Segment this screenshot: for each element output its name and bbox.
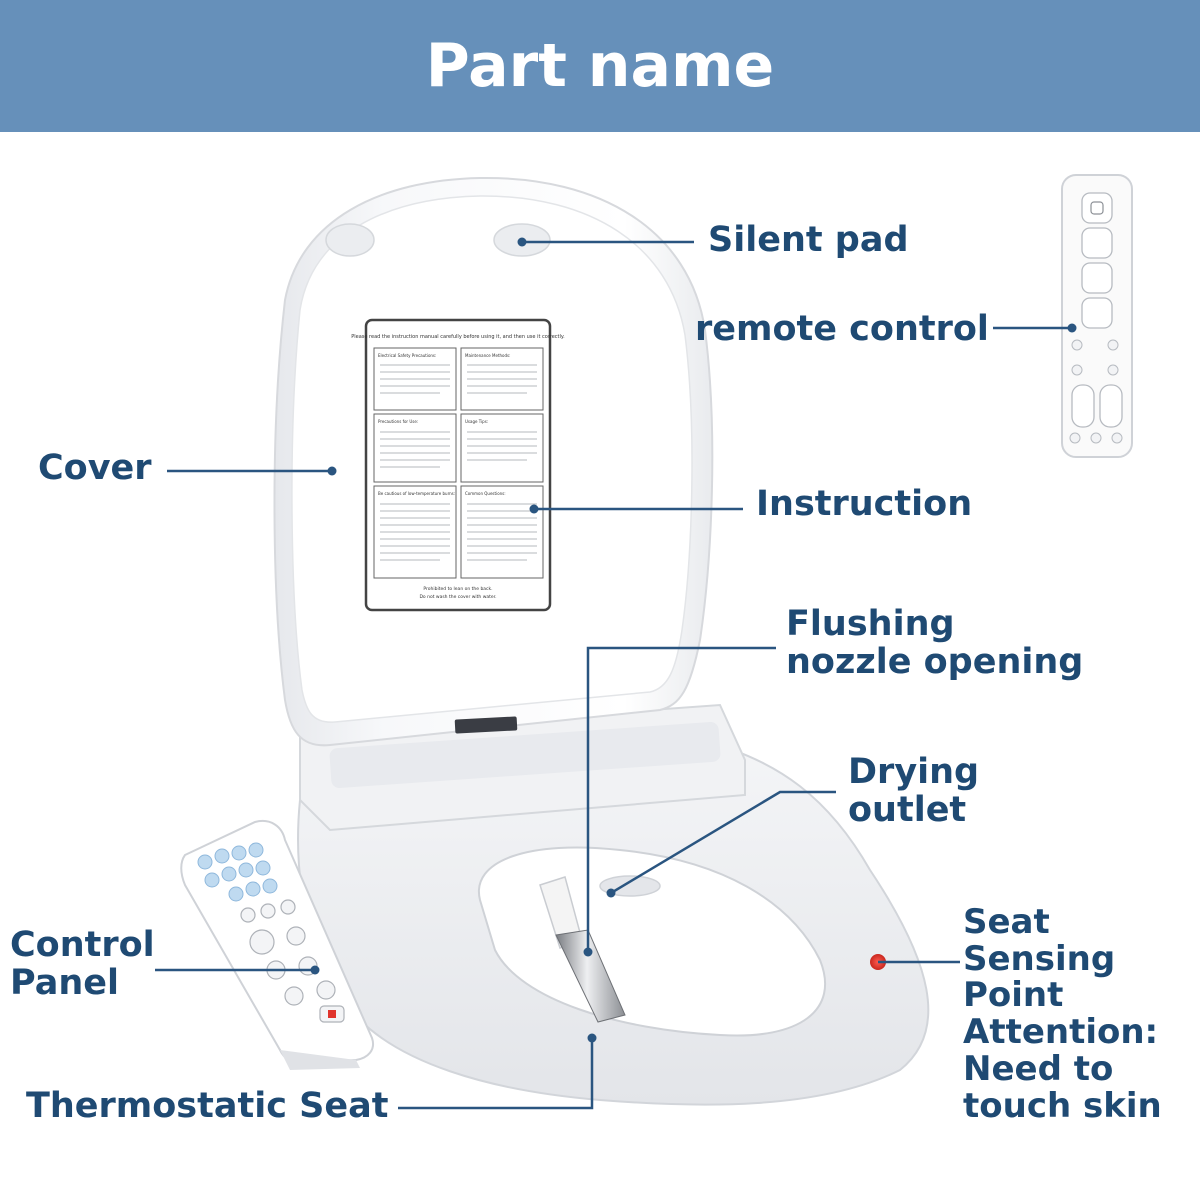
label-drying-line-2: outlet [848, 789, 967, 830]
label-flushing-line-2: nozzle opening [786, 641, 1084, 682]
header-banner: Part name [0, 0, 1200, 132]
label-seat-line-5: Need to [963, 1048, 1114, 1089]
label-seat-line-6: touch skin [963, 1085, 1162, 1126]
page-title: Part name [425, 31, 775, 101]
label-seat-line-2: Sensing [963, 938, 1116, 979]
control-panel [180, 820, 374, 1070]
instruction-section-5: Be cautious of low-temperature burns: [378, 491, 455, 496]
label-instruction: Instruction [756, 484, 973, 524]
label-seat-line-3: Point [963, 975, 1064, 1016]
label-drying-outlet: Drying outlet [848, 752, 980, 830]
leader-thermostatic-seat [398, 1038, 594, 1110]
label-seat-sensing: Seat Sensing Point Attention: Need to to… [963, 904, 1162, 1124]
brand-badge [454, 716, 518, 734]
instruction-section-2: Maintenance Methods: [465, 353, 510, 358]
instruction-footer-2: Do not wash the cover with water. [419, 594, 496, 600]
label-remote-control: remote control [695, 309, 989, 349]
label-silent-pad: Silent pad [708, 220, 909, 260]
instruction-section-6: Common Questions: [465, 491, 506, 496]
label-control-panel: Control Panel [10, 925, 155, 1003]
leader-flushing-nozzle [586, 646, 776, 952]
label-control-line-2: Panel [10, 962, 119, 1003]
flushing-nozzle [539, 876, 626, 1023]
label-seat-line-4: Attention: [963, 1012, 1159, 1053]
label-flushing-nozzle: Flushing nozzle opening [786, 604, 1084, 682]
instruction-footer-1: Prohibited to lean on the back. [423, 586, 492, 592]
instruction-heading: Please read the instruction manual caref… [351, 334, 565, 340]
silent-pad-left [325, 223, 375, 257]
label-seat-line-1: Seat [963, 902, 1050, 942]
label-thermostatic-seat: Thermostatic Seat [26, 1086, 389, 1126]
label-cover: Cover [38, 448, 152, 488]
label-control-line-1: Control [10, 925, 155, 965]
remote-control [1061, 174, 1133, 458]
instruction-card: Please read the instruction manual caref… [351, 318, 565, 612]
instruction-section-4: Usage Tips: [465, 419, 488, 424]
leader-dots [310, 237, 1077, 1043]
instruction-section-1: Electrical Safety Precautions: [378, 353, 436, 358]
leader-drying-outlet [610, 790, 836, 895]
label-drying-line-1: Drying [848, 752, 980, 792]
leader-lines [155, 240, 1072, 1110]
instruction-section-3: Precautions for Use: [378, 419, 418, 424]
label-flushing-line-1: Flushing [786, 604, 955, 644]
